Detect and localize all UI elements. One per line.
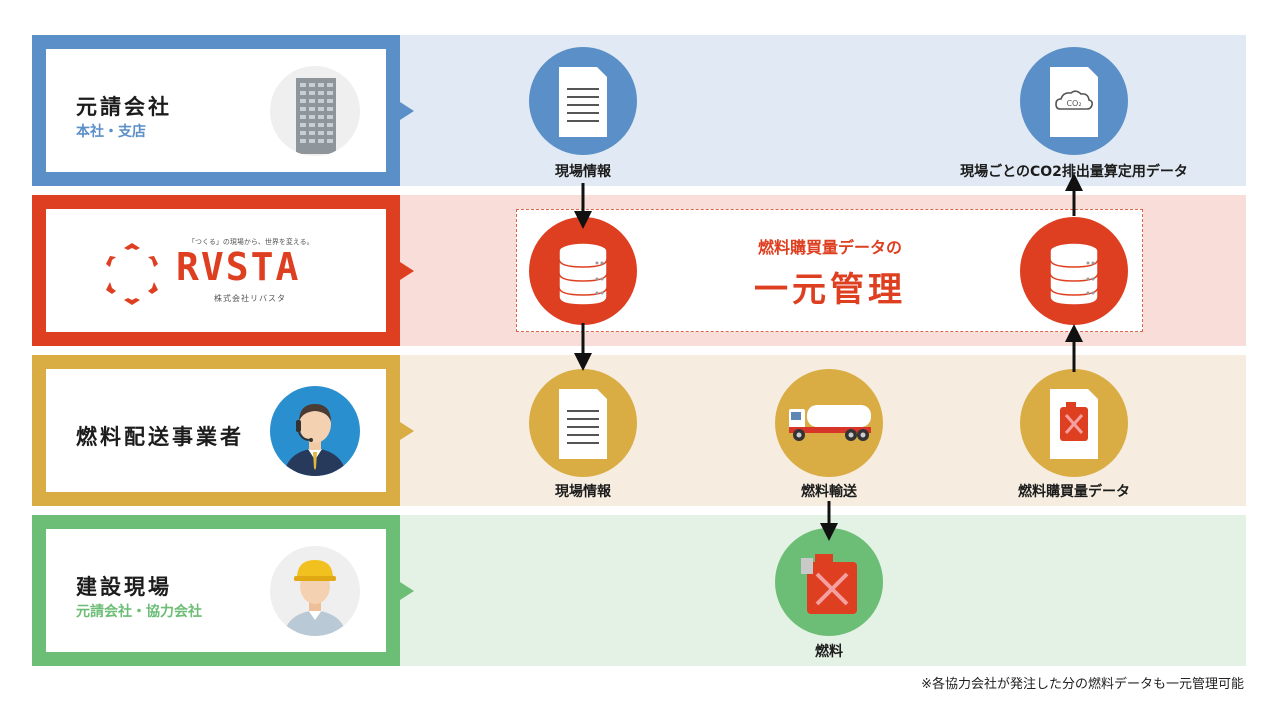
rvsta-logo-text: RVSTA [176,245,301,289]
rvsta-tagline: 「つくる」の現場から、世界を変える。 [188,238,314,246]
fuel-document-icon [1050,389,1098,459]
site-title: 建設現場 [76,575,172,599]
database-icon [558,242,608,306]
row-label-box: 燃料配送事業者 [32,355,400,506]
database-icon [1049,242,1099,306]
fuel-supplier-title: 燃料配送事業者 [76,425,244,449]
caption-fuel: 燃料 [815,644,843,660]
contractor-title: 元請会社 [76,95,172,119]
row-pointer [400,261,414,280]
row-label-box: 建設現場 元請会社・協力会社 [32,515,400,666]
fuel-transport-node [775,369,883,477]
caption-co2-data: 現場ごとのCO2排出量算定用データ [960,164,1188,180]
caption-site-info-top: 現場情報 [555,164,611,180]
rvsta-company-name: 株式会社リバスタ [214,294,286,303]
footnote: ※各協力会社が発注した分の燃料データも一元管理可能 [921,677,1244,692]
tanker-truck-icon [789,405,871,441]
fuel-node [775,528,883,636]
co2-document-icon: CO₂ [1050,67,1098,137]
fuel-can-icon [801,554,857,614]
row-pointer [400,421,414,440]
operator-avatar-icon [270,386,360,476]
central-management-subtitle: 燃料購買量データの [757,238,902,257]
document-icon [559,389,607,459]
row-pointer [400,581,414,600]
co2-badge: CO₂ [1066,99,1081,108]
site-subtitle: 元請会社・協力会社 [76,604,202,620]
co2-data-node: CO₂ [1020,47,1128,155]
row-label-box: 元請会社 本社・支店 [32,35,400,186]
contractor-subtitle: 本社・支店 [76,124,146,140]
rvsta-logo-mark-icon [106,243,158,305]
central-management-title: 一元管理 [754,270,906,310]
caption-fuel-transport: 燃料輸送 [801,484,857,500]
fuel-purchase-data-node [1020,369,1128,477]
site-info-document-node [529,47,637,155]
caption-fuel-purchase-data: 燃料購買量データ [1018,484,1130,500]
database-node-left [529,217,637,325]
office-building-icon [270,66,360,156]
row-pointer [400,101,414,120]
document-icon [559,67,607,137]
database-node-right [1020,217,1128,325]
site-info-document-node [529,369,637,477]
worker-avatar-icon [270,546,360,636]
caption-site-info-bottom: 現場情報 [555,484,611,500]
rvsta-logo: 「つくる」の現場から、世界を変える。 RVSTA 株式会社リバスタ [102,231,322,311]
row-label-box: 「つくる」の現場から、世界を変える。 RVSTA 株式会社リバスタ [32,195,400,346]
